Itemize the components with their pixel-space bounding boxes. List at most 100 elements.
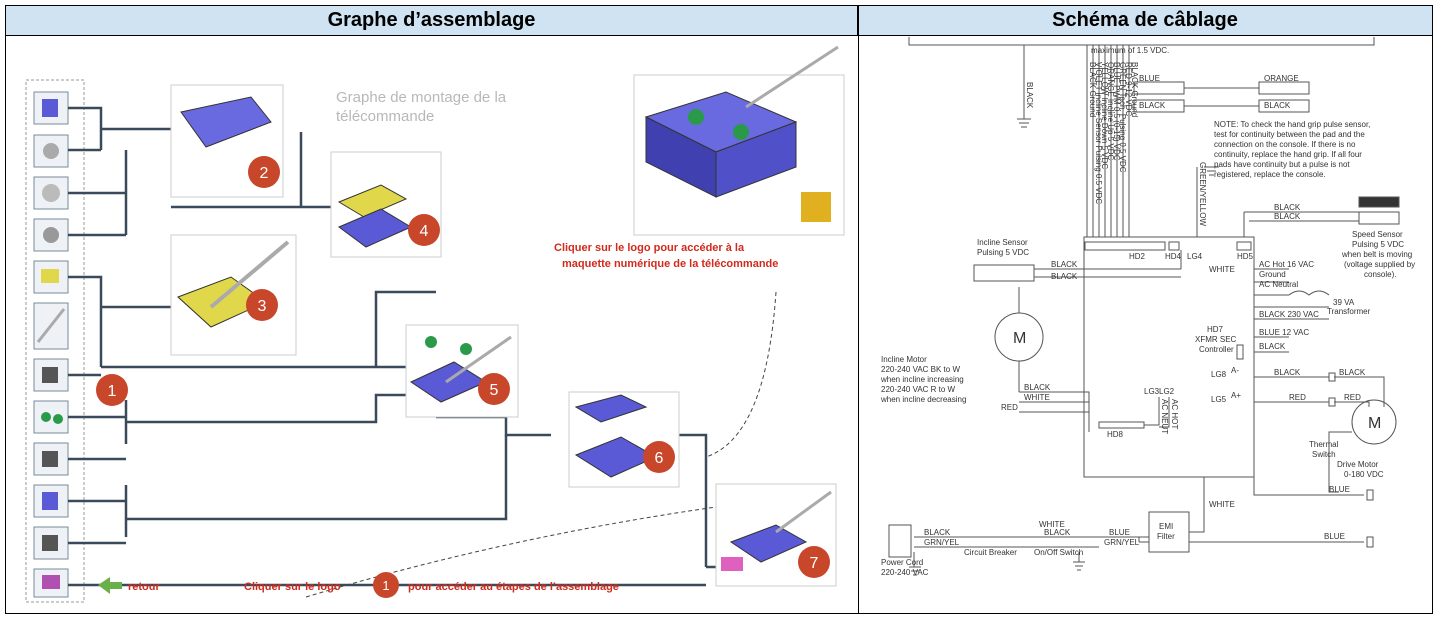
svg-text:BLACK 230 VAC: BLACK 230 VAC <box>1259 310 1319 319</box>
svg-text:Power Cord: Power Cord <box>881 558 923 567</box>
svg-text:HD7: HD7 <box>1207 325 1224 334</box>
svg-text:(voltage supplied by: (voltage supplied by <box>1344 260 1415 269</box>
decor-curves <box>305 291 777 598</box>
svg-text:AC NEUT: AC NEUT <box>1160 399 1169 434</box>
step-1-link-button[interactable]: 1 <box>373 572 399 598</box>
svg-text:On/Off Switch: On/Off Switch <box>1034 548 1083 557</box>
svg-text:BLUE 12 VAC: BLUE 12 VAC <box>1259 328 1309 337</box>
svg-text:A+: A+ <box>1231 391 1241 400</box>
svg-text:Incline Sensor: Incline Sensor <box>977 238 1028 247</box>
svg-text:LG8: LG8 <box>1211 370 1227 379</box>
svg-text:HD8: HD8 <box>1107 430 1124 439</box>
logo-instruction-2: maquette numérique de la télécommande <box>562 258 778 270</box>
logo-instruction-1: Cliquer sur le logo pour accéder à la <box>554 242 745 254</box>
svg-text:M: M <box>1013 330 1026 347</box>
svg-text:GREEN/YELLOW: GREEN/YELLOW <box>1198 162 1207 226</box>
return-button[interactable]: retour <box>98 577 161 594</box>
subassembly-3: 3 <box>170 234 297 356</box>
header-wiring-diagram: Schéma de câblage <box>858 6 1432 36</box>
svg-text:GREEN Tach. Pulsing 0.5 VDC: GREEN Tach. Pulsing 0.5 VDC <box>1118 62 1127 173</box>
svg-text:maximum of 1.5 VDC.: maximum of 1.5 VDC. <box>1091 46 1169 55</box>
svg-text:WHITE: WHITE <box>1209 500 1235 509</box>
svg-text:AC Hot 16 VAC: AC Hot 16 VAC <box>1259 260 1314 269</box>
svg-text:EMI: EMI <box>1159 522 1173 531</box>
svg-text:RED: RED <box>1289 393 1306 402</box>
svg-text:YELLOW Incline Down 5 VDC: YELLOW Incline Down 5 VDC <box>1100 62 1109 169</box>
svg-text:Thermal: Thermal <box>1309 440 1339 449</box>
svg-text:Pulsing 5 VDC: Pulsing 5 VDC <box>1352 240 1404 249</box>
assembly-title-line2: télécommande <box>336 108 434 125</box>
final-remote-image <box>633 45 845 236</box>
svg-text:BLACK: BLACK <box>1025 82 1034 109</box>
edrawings-logo-icon <box>801 192 831 222</box>
column-divider <box>858 6 859 613</box>
svg-text:39 VA: 39 VA <box>1333 298 1355 307</box>
assembly-graph-panel: 2 3 4 5 <box>6 37 858 613</box>
bottom-instruction-a: Cliquer sur le logo <box>244 581 341 593</box>
subassembly-6: 6 <box>568 391 680 488</box>
svg-text:AC HOT: AC HOT <box>1170 399 1179 429</box>
svg-text:Switch: Switch <box>1312 450 1336 459</box>
svg-text:BLUE PWM 0.5 (0-15) VDC: BLUE PWM 0.5 (0-15) VDC <box>1112 62 1121 161</box>
svg-text:AC Neutral: AC Neutral <box>1259 280 1298 289</box>
svg-text:BLACK: BLACK <box>1274 212 1301 221</box>
svg-text:BLACK: BLACK <box>1044 528 1071 537</box>
svg-text:when incline increasing: when incline increasing <box>880 375 964 384</box>
svg-text:test for continuity between th: test for continuity between the pad and … <box>1214 130 1365 139</box>
svg-text:BLACK: BLACK <box>1264 101 1291 110</box>
svg-text:BLACK: BLACK <box>1051 272 1078 281</box>
svg-text:0-180 VDC: 0-180 VDC <box>1344 470 1384 479</box>
svg-text:3: 3 <box>258 298 267 315</box>
svg-text:console).: console). <box>1364 270 1396 279</box>
svg-text:VIOLET Incline Sensor Pulsing: VIOLET Incline Sensor Pulsing 0.5 VDC <box>1094 62 1103 204</box>
header-assembly-graph: Graphe d’assemblage <box>6 6 858 36</box>
svg-text:BLACK: BLACK <box>1274 368 1301 377</box>
svg-text:ORANGE: ORANGE <box>1264 74 1299 83</box>
svg-text:HD4: HD4 <box>1165 252 1182 261</box>
svg-text:1: 1 <box>382 578 389 593</box>
svg-text:5: 5 <box>490 382 499 399</box>
svg-text:BLUE: BLUE <box>1109 528 1130 537</box>
svg-text:2: 2 <box>260 165 269 182</box>
svg-text:A-: A- <box>1231 366 1239 375</box>
svg-text:WHITE: WHITE <box>1209 265 1235 274</box>
svg-text:BLUE: BLUE <box>1324 532 1345 541</box>
svg-text:retour: retour <box>128 581 161 593</box>
svg-text:GRN/YEL: GRN/YEL <box>1104 538 1140 547</box>
subassembly-7: 7 <box>715 483 837 587</box>
subassembly-2: 2 <box>170 84 284 198</box>
svg-text:BLACK Ground: BLACK Ground <box>1130 62 1139 117</box>
svg-text:220-240 VAC: 220-240 VAC <box>881 568 929 577</box>
table-frame: Graphe d’assemblage Schéma de câblage <box>5 5 1433 614</box>
svg-text:RED: RED <box>1344 393 1361 402</box>
svg-text:BLACK: BLACK <box>1024 383 1051 392</box>
svg-text:BLACK Ground: BLACK Ground <box>1088 62 1097 117</box>
svg-text:Incline Motor: Incline Motor <box>881 355 927 364</box>
svg-text:Transformer: Transformer <box>1327 307 1371 316</box>
svg-text:6: 6 <box>655 450 664 467</box>
svg-text:Circuit Breaker: Circuit Breaker <box>964 548 1017 557</box>
svg-text:ORANGE Incline Up 5 VDC: ORANGE Incline Up 5 VDC <box>1106 62 1115 160</box>
svg-text:BLACK: BLACK <box>924 528 951 537</box>
svg-text:220-240 VAC R to W: 220-240 VAC R to W <box>881 385 956 394</box>
svg-text:LG4: LG4 <box>1187 252 1203 261</box>
svg-text:Speed Sensor: Speed Sensor <box>1352 230 1403 239</box>
subassembly-4: 4 <box>330 151 442 258</box>
svg-text:BLACK: BLACK <box>1339 368 1366 377</box>
svg-text:RED 9-12 VDC: RED 9-12 VDC <box>1124 62 1133 116</box>
svg-text:BLACK: BLACK <box>1274 203 1301 212</box>
parts-tiles <box>33 91 69 598</box>
svg-text:connection on the console. If: connection on the console. If there is n… <box>1214 140 1356 149</box>
svg-text:Controller: Controller <box>1199 345 1234 354</box>
wiring-diagram-image: maximum of 1.5 VDC. BLUE ORANGE BLACK BL… <box>880 37 1415 577</box>
svg-text:4: 4 <box>420 223 429 240</box>
svg-text:220-240 VAC BK to W: 220-240 VAC BK to W <box>881 365 960 374</box>
step-1-badge <box>96 374 128 406</box>
svg-text:RED: RED <box>1001 403 1018 412</box>
svg-text:BLACK: BLACK <box>1051 260 1078 269</box>
svg-text:pads have continuity but a pul: pads have continuity but a pulse is not <box>1214 160 1350 169</box>
svg-text:BLUE: BLUE <box>1329 485 1350 494</box>
svg-text:WHITE: WHITE <box>1024 393 1050 402</box>
subassembly-5: 5 <box>405 324 519 418</box>
svg-text:BLACK: BLACK <box>1259 342 1286 351</box>
